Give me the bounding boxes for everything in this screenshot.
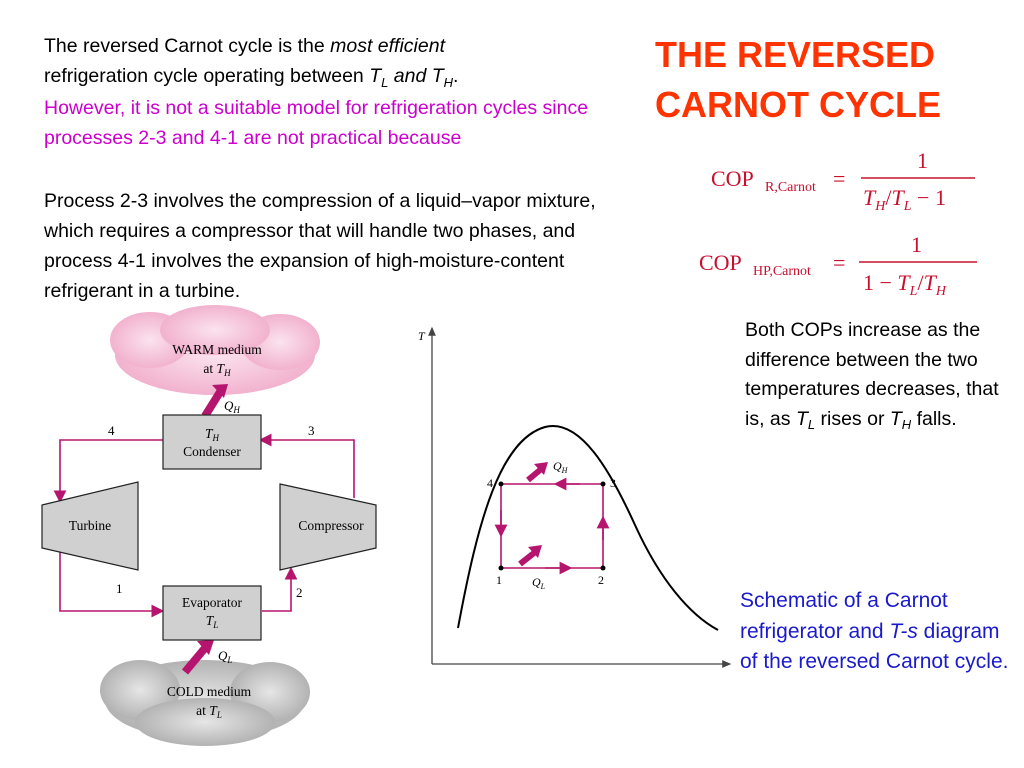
turbine-label: Turbine: [69, 518, 111, 533]
limitation-paragraph: However, it is not a suitable model for …: [44, 97, 589, 149]
title-line-1: THE REVERSED: [655, 34, 936, 75]
eq2-numerator: 1: [911, 232, 922, 257]
t-axis-label: T: [418, 329, 426, 343]
compressor-label: Compressor: [298, 518, 364, 533]
turbine-shape: [41, 481, 139, 571]
state-points: [498, 481, 606, 571]
eq2-denominator: 1 − TL/TH: [863, 270, 947, 299]
pipe-turbine-to-evaporator: [59, 548, 165, 618]
eq1-numerator: 1: [917, 148, 928, 173]
intro-text-b: refrigeration cycle operating between: [44, 65, 370, 87]
ts-state-2: 2: [598, 573, 604, 587]
intro-and: and: [388, 65, 432, 87]
schematic-state-3: 3: [308, 423, 315, 438]
compressor-shape: [279, 483, 377, 571]
cop-note: Both COPs increase as the difference bet…: [745, 316, 1005, 440]
warm-medium-label: WARM medium: [172, 342, 262, 357]
intro-th-t: T: [431, 65, 444, 87]
note-mid: rises or: [815, 407, 890, 430]
cold-medium-temp: at TL: [196, 703, 222, 720]
ts-diagram: T s 4 3 1 2 QH QL: [418, 326, 732, 670]
qh-label: QH: [224, 398, 240, 415]
ts-state-4: 4: [487, 476, 493, 490]
figure-caption: Schematic of a Carnot refrigerator and T…: [740, 586, 1010, 678]
note-tl-sub: L: [807, 417, 816, 433]
intro-tl-t: T: [369, 65, 382, 87]
eq1-equals: =: [833, 166, 845, 191]
qh-arrow: [201, 384, 228, 419]
condenser-label: Condenser: [183, 444, 241, 459]
caption-text-a: Schematic of a Carnot refrigerator and: [740, 589, 948, 643]
caption-ts: T-s: [889, 619, 918, 643]
evaporator-box: [162, 585, 262, 641]
note-th-sub: H: [901, 417, 912, 433]
note-end: falls.: [911, 407, 957, 430]
eq1-sub: R,Carnot: [765, 180, 816, 195]
eq2-equals: =: [833, 250, 845, 275]
intro-end: .: [453, 65, 459, 87]
ts-ql-label: QL: [532, 575, 546, 591]
schematic-state-4: 4: [108, 423, 115, 438]
eq1-cop: COP: [711, 166, 754, 191]
intro-th-sub: H: [443, 74, 454, 90]
ts-qh-label: QH: [553, 459, 569, 475]
ql-arrow: [181, 640, 214, 675]
title-line-2: CARNOT CYCLE: [655, 84, 941, 125]
schematic-state-2: 2: [296, 585, 303, 600]
slide-title: THE REVERSED CARNOT CYCLE: [655, 30, 1015, 130]
eq2-cop: COP: [699, 250, 742, 275]
eq2-sub: HP,Carnot: [753, 264, 811, 279]
note-tl-t: T: [795, 407, 808, 430]
warm-medium-cloud: [110, 305, 320, 395]
cop-refrigerator-equation: COP R,Carnot = 1 TH/TL − 1: [711, 148, 975, 214]
carnot-refrigerator-schematic: WARM medium at TH COLD medium at TL QH Q…: [41, 305, 377, 746]
process-paragraph: Process 2-3 involves the compression of …: [44, 190, 596, 302]
ts-state-1: 1: [496, 573, 502, 587]
cold-medium-cloud: [100, 660, 310, 746]
intro-text-a: The reversed Carnot cycle is the: [44, 35, 331, 57]
cold-medium-label: COLD medium: [167, 684, 252, 699]
pipe-compressor-to-condenser: [258, 433, 355, 498]
ts-qh-arrow: [526, 462, 548, 483]
pipe-condenser-to-turbine: [53, 439, 163, 504]
saturation-dome: [457, 424, 719, 631]
condenser-box: [162, 414, 262, 470]
s-axis-label: s: [726, 669, 731, 670]
cop-heat-pump-equation: COP HP,Carnot = 1 1 − TL/TH: [699, 232, 977, 299]
schematic-state-1: 1: [116, 581, 123, 596]
pipe-evaporator-to-compressor: [262, 566, 298, 612]
ts-ql-arrow: [518, 545, 542, 567]
evaporator-label: Evaporator: [182, 595, 242, 610]
ts-state-3: 3: [610, 476, 616, 490]
ql-label: QL: [218, 648, 232, 665]
intro-paragraph: The reversed Carnot cycle is the most ef…: [44, 31, 644, 98]
eq1-denominator: TH/TL − 1: [863, 185, 946, 214]
note-th-t: T: [889, 407, 902, 430]
caption-text-b: diagram of the reversed Carnot cycle.: [740, 619, 1009, 674]
condenser-temp: TH: [205, 426, 220, 443]
intro-emphasis: most efficient: [330, 35, 446, 57]
note-text: Both COPs increase as the difference bet…: [745, 319, 999, 430]
intro-tl-sub: L: [381, 74, 389, 90]
evaporator-temp: TL: [206, 613, 219, 630]
warm-medium-temp: at TH: [203, 361, 231, 378]
